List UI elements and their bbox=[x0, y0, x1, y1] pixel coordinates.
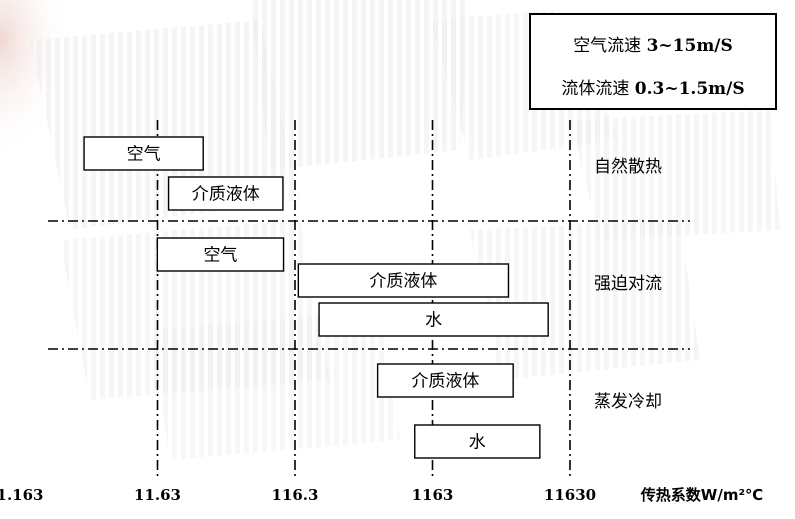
legend-air-value: 3~15m/S bbox=[646, 36, 733, 56]
x-tick-label-2: 116.3 bbox=[272, 486, 319, 504]
range-bar-1-2 bbox=[318, 302, 549, 337]
range-bar-label-1-2: 水 bbox=[425, 311, 442, 331]
range-bar-label-1-1: 介质液体 bbox=[369, 272, 437, 292]
range-bar-0-0 bbox=[83, 136, 204, 171]
range-bar-label-2-1: 水 bbox=[469, 433, 486, 453]
legend-line-fluid: 流体流速 0.3~1.5m/S bbox=[531, 74, 775, 99]
range-bar-2-1 bbox=[414, 424, 541, 459]
legend-fluid-text: 流体流速 bbox=[561, 79, 635, 99]
range-bar-label-1-0: 空气 bbox=[203, 246, 237, 266]
x-tick-label-0: 1.163 bbox=[0, 486, 43, 504]
range-bar-1-1 bbox=[297, 263, 510, 298]
legend-fluid-value: 0.3~1.5m/S bbox=[634, 79, 745, 99]
x-tick-label-1: 11.63 bbox=[134, 486, 181, 504]
group-label-2: 蒸发冷却 bbox=[594, 392, 662, 412]
x-tick-label-4: 11630 bbox=[544, 486, 596, 504]
range-bar-label-2-0: 介质液体 bbox=[411, 372, 479, 392]
group-label-1: 强迫对流 bbox=[594, 274, 662, 294]
range-bar-label-0-0: 空气 bbox=[127, 145, 161, 165]
range-bar-1-0 bbox=[156, 237, 285, 272]
x-tick-label-3: 1163 bbox=[412, 486, 454, 504]
range-bar-label-0-1: 介质液体 bbox=[192, 185, 260, 205]
group-label-0: 自然散热 bbox=[594, 157, 662, 177]
range-bar-0-1 bbox=[167, 176, 284, 211]
x-axis-label: 传热系数W/m²℃ bbox=[640, 486, 763, 504]
legend-air-text: 空气流速 bbox=[573, 36, 647, 56]
legend-line-air: 空气流速 3~15m/S bbox=[531, 31, 775, 56]
flow-speed-legend: 空气流速 3~15m/S 流体流速 0.3~1.5m/S bbox=[529, 13, 777, 110]
range-bar-2-0 bbox=[376, 363, 514, 398]
